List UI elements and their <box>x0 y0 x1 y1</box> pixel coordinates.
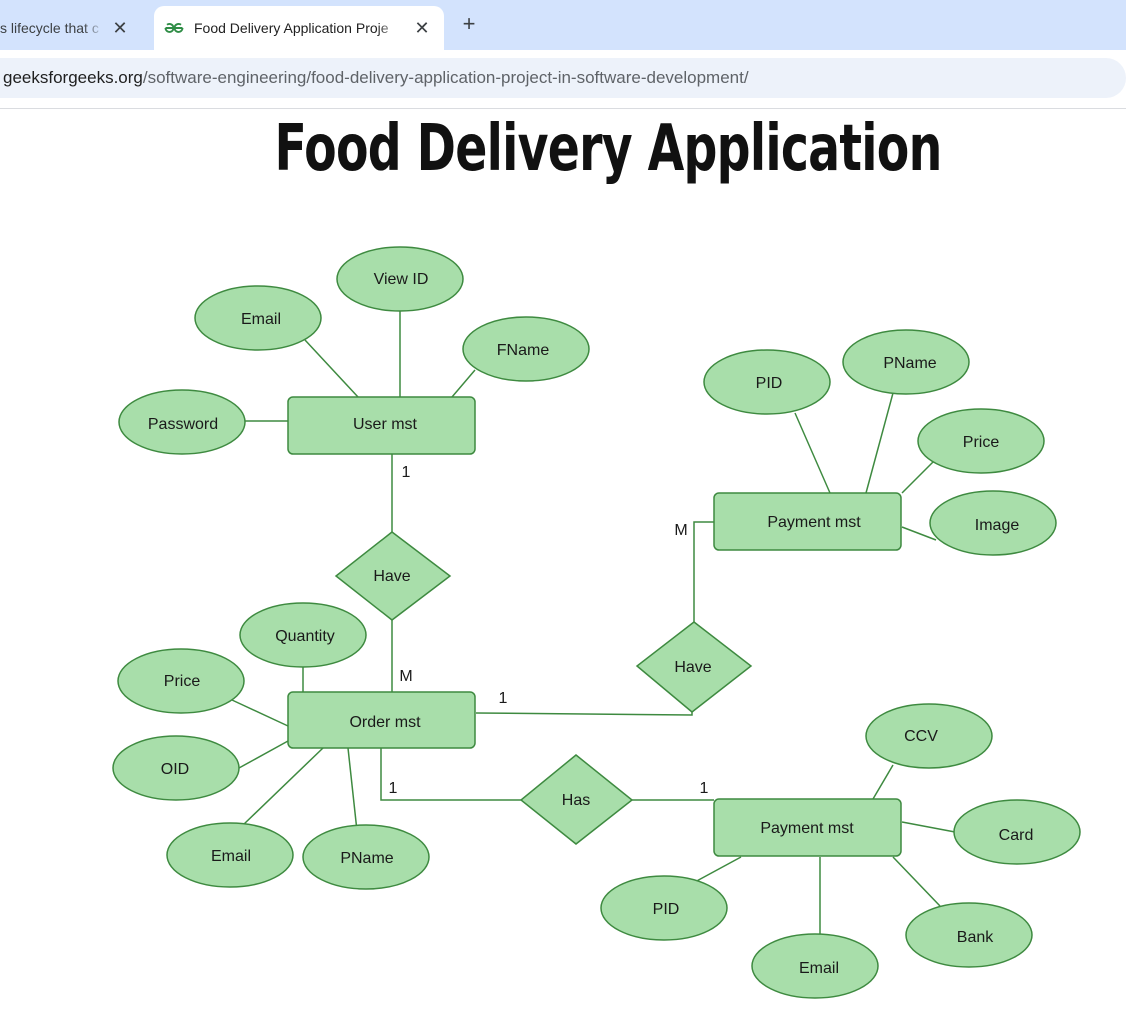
cardinality-label: 1 <box>402 464 411 481</box>
attribute-label: Email <box>799 960 839 977</box>
attribute-label: Email <box>241 311 281 328</box>
connector-line <box>892 856 941 907</box>
attribute-fname <box>462 316 590 382</box>
connector-line <box>865 392 894 494</box>
entity-user-mst <box>287 396 476 455</box>
connector-line <box>451 369 476 398</box>
relationship-have-order-payment <box>635 621 753 713</box>
diagram-title: Food Delivery Application <box>274 112 942 186</box>
connector-line <box>380 748 521 801</box>
attribute-price <box>117 648 245 714</box>
tab-title: Food Delivery Application Proje <box>194 20 389 36</box>
entity-label: Order mst <box>349 714 421 731</box>
attribute-label: Password <box>148 416 218 433</box>
attribute-label: PName <box>883 355 936 372</box>
attribute-email <box>751 933 879 999</box>
attribute-label: Price <box>164 673 201 690</box>
connector-line <box>794 412 831 494</box>
relationship-shapes <box>334 531 753 845</box>
connector-line <box>238 740 289 769</box>
connector-line <box>242 747 324 826</box>
cardinality-label: M <box>674 522 687 539</box>
entity-label: Payment mst <box>760 820 854 837</box>
entity-shapes <box>287 396 902 857</box>
relationship-label: Has <box>562 792 590 809</box>
connector-line <box>475 712 693 716</box>
attribute-label: OID <box>161 761 189 778</box>
connector-line <box>692 856 742 884</box>
connector-line <box>901 461 934 494</box>
attribute-oid <box>112 735 240 801</box>
relationship-label: Have <box>373 568 410 585</box>
attribute-label: CCV <box>904 728 938 745</box>
attribute-email <box>166 822 294 888</box>
tab-title: s lifecycle that c <box>0 20 99 36</box>
connector-line <box>304 339 359 398</box>
attribute-label: Image <box>975 517 1020 534</box>
close-tab-icon[interactable]: ✕ <box>414 18 430 38</box>
attribute-pid <box>703 349 831 415</box>
connector-line <box>872 764 894 800</box>
connector-line <box>347 747 358 832</box>
relationship-have-user-order <box>334 531 452 621</box>
entity-label: User mst <box>353 416 418 433</box>
connector-lines <box>231 310 956 934</box>
url-host: geeksforgeeks.org <box>3 68 143 87</box>
entity-payment-mst-product <box>713 492 902 551</box>
close-tab-icon[interactable]: ✕ <box>112 18 128 38</box>
connector-line <box>901 821 956 833</box>
attribute-image <box>929 490 1057 556</box>
entity-payment-mst <box>713 798 902 857</box>
attribute-label: Bank <box>957 929 994 946</box>
attribute-view-id <box>336 246 464 312</box>
cardinality-label: 1 <box>700 780 709 797</box>
new-tab-button[interactable]: + <box>462 11 476 36</box>
cardinality-label: 1 <box>389 780 398 797</box>
geeksforgeeks-favicon-icon <box>164 23 184 33</box>
attribute-pid <box>600 875 728 941</box>
connector-line <box>231 699 289 727</box>
attribute-price <box>917 408 1045 474</box>
attribute-quantity <box>239 602 367 668</box>
attribute-password <box>118 389 246 455</box>
attribute-label: FName <box>497 342 550 359</box>
attribute-label: PName <box>340 850 393 867</box>
browser-tab-bar: s lifecycle that c ✕ Food Delivery Appli… <box>0 0 1126 50</box>
browser-toolbar: geeksforgeeks.org/software-engineering/f… <box>0 50 1126 109</box>
attribute-label: Quantity <box>275 628 335 645</box>
relationship-has-order-payment <box>519 754 634 845</box>
attribute-bank <box>905 902 1033 968</box>
browser-tab-previous[interactable]: s lifecycle that c ✕ <box>0 6 142 50</box>
address-bar[interactable]: geeksforgeeks.org/software-engineering/f… <box>0 58 1126 98</box>
attribute-label: Card <box>999 827 1034 844</box>
attribute-label: Price <box>963 434 1000 451</box>
attribute-card <box>953 799 1081 865</box>
attribute-label: Email <box>211 848 251 865</box>
url-path: /software-engineering/food-delivery-appl… <box>142 68 749 87</box>
connector-line <box>901 526 937 541</box>
attribute-label: PID <box>756 375 783 392</box>
connector-line <box>693 521 714 622</box>
attribute-label: View ID <box>374 271 429 288</box>
url-text[interactable]: geeksforgeeks.org/software-engineering/f… <box>3 68 749 88</box>
cardinality-label: M <box>399 668 412 685</box>
attribute-label: PID <box>653 901 680 918</box>
attribute-pname <box>302 824 430 890</box>
entity-label: Payment mst <box>767 514 861 531</box>
attribute-ccv <box>865 703 993 769</box>
attribute-email <box>194 285 322 351</box>
relationship-label: Have <box>674 659 711 676</box>
cardinality-label: 1 <box>499 690 508 707</box>
entity-order-mst <box>287 691 476 749</box>
diagram-labels: Have Have Has User mst Payment mst Order… <box>148 271 1033 977</box>
attribute-pname <box>842 329 970 395</box>
attribute-shapes <box>112 246 1081 999</box>
browser-tab-active[interactable]: Food Delivery Application Proje ✕ <box>154 6 444 50</box>
